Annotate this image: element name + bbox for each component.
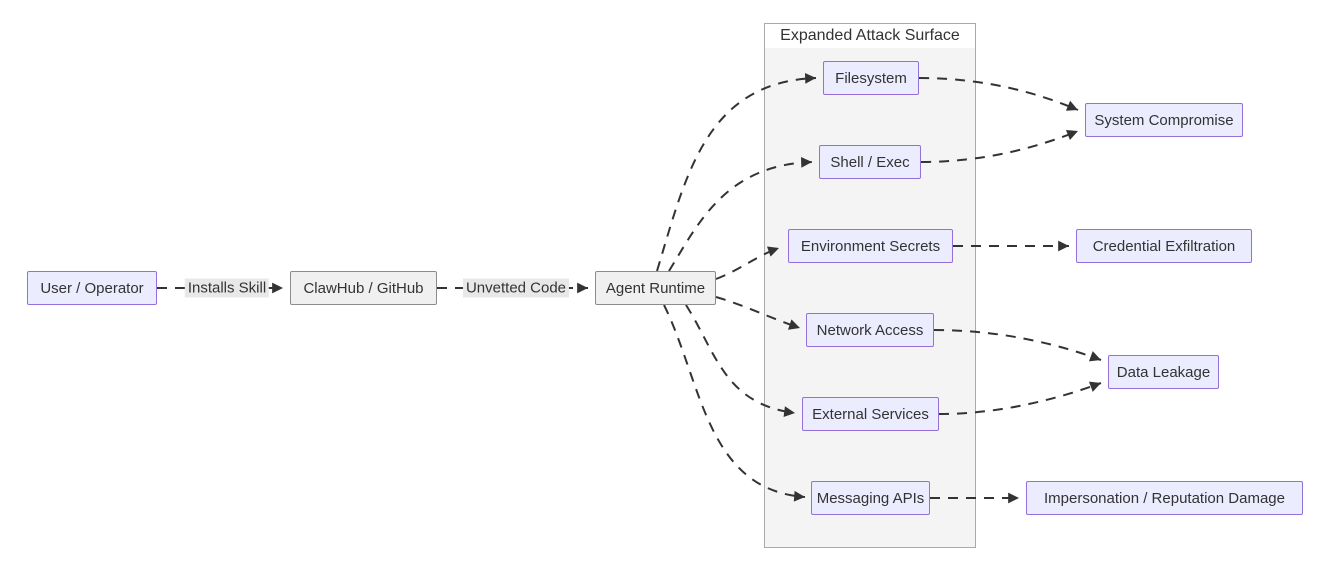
node-network-access: Network Access bbox=[806, 313, 934, 347]
edge-agent-to-messaging bbox=[663, 304, 806, 502]
node-environment-secrets: Environment Secrets bbox=[788, 229, 953, 263]
node-shell-exec: Shell / Exec bbox=[819, 145, 921, 179]
node-filesystem: Filesystem bbox=[823, 61, 919, 95]
edge-agent-to-network bbox=[715, 296, 801, 330]
node-impersonation-reputation-damage: Impersonation / Reputation Damage bbox=[1026, 481, 1303, 515]
edge-filesystem-to-system-compromise bbox=[918, 77, 1079, 111]
node-messaging-apis: Messaging APIs bbox=[811, 481, 930, 515]
node-data-leakage: Data Leakage bbox=[1108, 355, 1219, 389]
node-agent-runtime: Agent Runtime bbox=[595, 271, 716, 305]
edge-agent-to-shell bbox=[668, 156, 813, 272]
subgraph-expanded-attack-surface: Expanded Attack Surface bbox=[764, 23, 976, 548]
node-clawhub-github: ClawHub / GitHub bbox=[290, 271, 437, 305]
node-external-services: External Services bbox=[802, 397, 939, 431]
node-user-operator: User / Operator bbox=[27, 271, 157, 305]
edge-label-installs-skill: Installs Skill bbox=[184, 278, 270, 298]
edge-shell-to-system-compromise bbox=[920, 129, 1079, 163]
edge-agent-to-filesystem bbox=[656, 72, 817, 272]
edge-external-services-to-data-leakage bbox=[938, 381, 1102, 415]
subgraph-title: Expanded Attack Surface bbox=[765, 24, 975, 48]
node-system-compromise: System Compromise bbox=[1085, 103, 1243, 137]
edge-label-unvetted-code: Unvetted Code bbox=[462, 278, 570, 298]
edge-network-to-data-leakage bbox=[933, 329, 1102, 362]
node-credential-exfiltration: Credential Exfiltration bbox=[1076, 229, 1252, 263]
edge-agent-to-env-secrets bbox=[715, 246, 780, 280]
edge-agent-to-external-services bbox=[685, 304, 796, 418]
